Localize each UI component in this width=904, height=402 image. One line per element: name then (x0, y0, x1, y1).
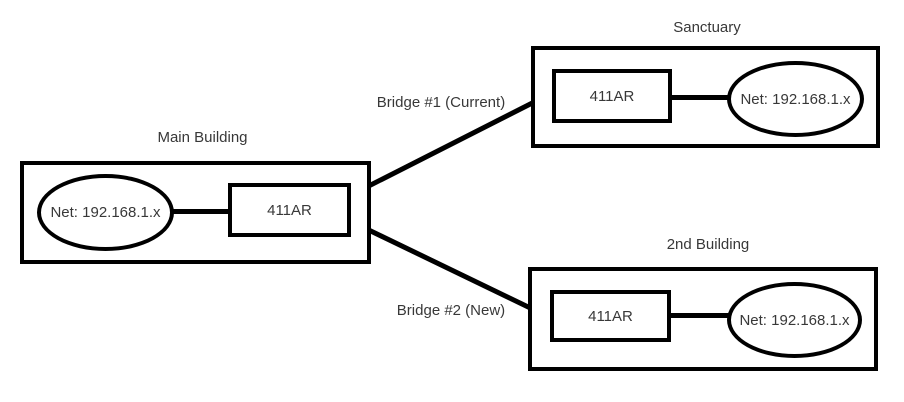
sanctuary-title: Sanctuary (673, 19, 741, 36)
sanctuary-network-label: Net: 192.168.1.x (740, 90, 851, 108)
sanctuary-router-rect: 411AR (552, 69, 672, 123)
second-building-router-rect: 411AR (550, 290, 671, 342)
bridge-1-label: Bridge #1 (Current) (376, 94, 506, 111)
bridge-2-label: Bridge #2 (New) (396, 302, 506, 319)
main-building-title: Main Building (157, 129, 248, 146)
sanctuary-connector-line (668, 95, 730, 100)
second-building-router-label: 411AR (588, 307, 633, 325)
second-building-connector-line (667, 313, 730, 318)
sanctuary-router-label: 411AR (589, 87, 635, 105)
main-building-router-label: 411AR (267, 201, 312, 219)
second-building-network-ellipse: Net: 192.168.1.x (727, 282, 862, 358)
main-building-router-rect: 411AR (228, 183, 351, 237)
main-building-connector-line (170, 209, 232, 214)
second-building-title: 2nd Building (666, 236, 750, 253)
sanctuary-network-ellipse: Net: 192.168.1.x (727, 61, 864, 137)
second-building-network-label: Net: 192.168.1.x (739, 311, 850, 329)
main-building-network-ellipse: Net: 192.168.1.x (37, 174, 174, 251)
main-building-network-label: Net: 192.168.1.x (50, 204, 161, 221)
